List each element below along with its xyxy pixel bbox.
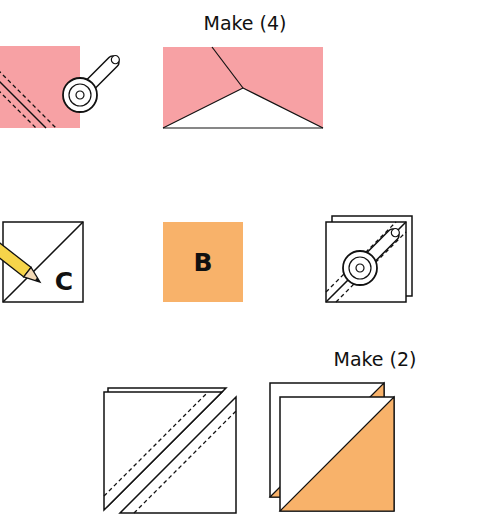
make-count: Make (4): [203, 14, 286, 33]
fabric-letter: B: [193, 250, 212, 275]
b-square: [163, 222, 243, 302]
half-square-triangles: [270, 383, 394, 511]
cut-halves: [104, 388, 236, 513]
pink-square-cut: [0, 45, 130, 128]
fabric-c-square: C: [3, 222, 83, 302]
fabric-b-square: B: [163, 222, 243, 302]
make-count: Make (2): [333, 350, 416, 369]
pencil: [0, 229, 44, 286]
flying-geese-unit: [163, 47, 323, 128]
stacked-squares: [326, 216, 412, 302]
fabric-letter: C: [55, 269, 73, 294]
